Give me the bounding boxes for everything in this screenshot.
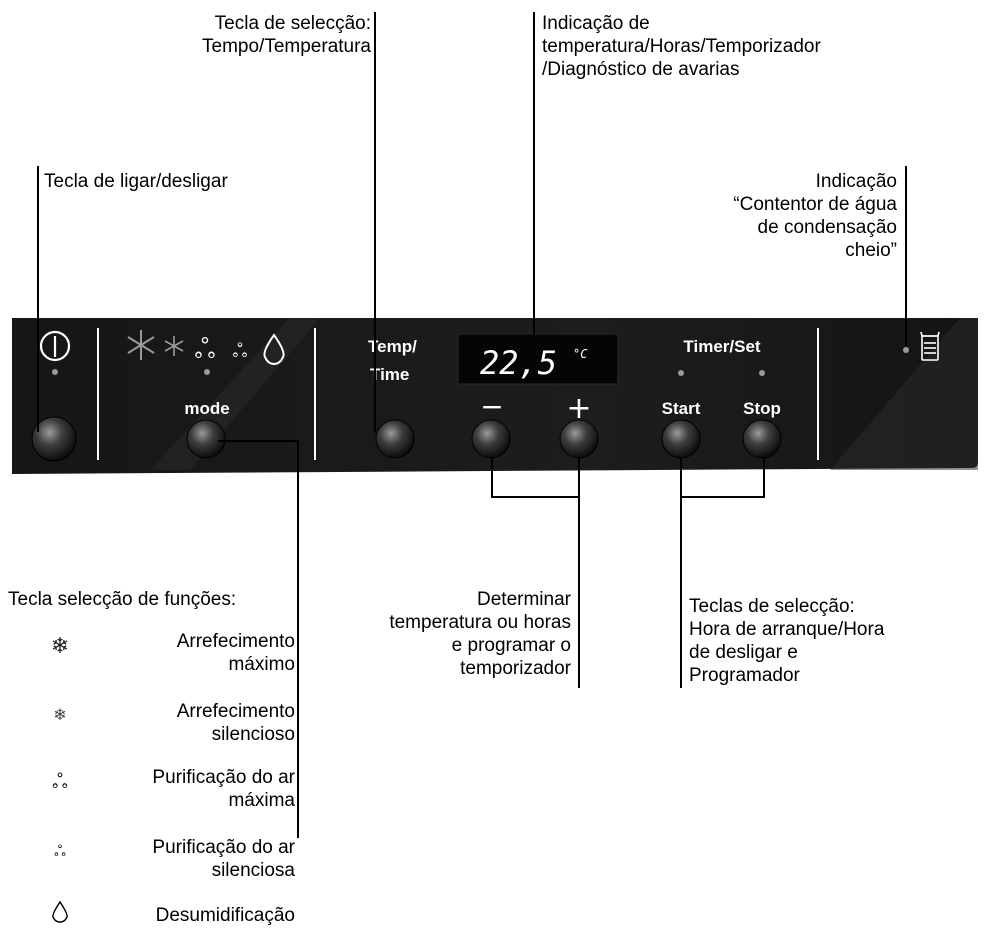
function-item-text: Purificação do ar máxima — [105, 766, 295, 812]
power-key-callout-text: Tecla de ligar/desligar — [44, 171, 228, 192]
stop-label: Stop — [743, 399, 781, 418]
function-item: ஃ Purificação do ar silenciosa — [40, 836, 295, 882]
function-item: ஃ Purificação do ar máxima — [40, 766, 295, 812]
dehumidify-icon — [263, 333, 285, 366]
function-item-line2: máxima — [228, 790, 295, 811]
tank-callout-line2: “Contentor de água — [733, 194, 897, 215]
determine-callout-line3: e programar o — [451, 635, 571, 656]
timer-keys-callout-line3: de desligar e — [689, 642, 798, 663]
water-tank-icon — [920, 331, 940, 361]
display-callout-line2: temperatura/Horas/Temporizador — [542, 36, 821, 57]
functions-heading: Tecla selecção de funções: — [8, 589, 237, 610]
function-item-line1: Arrefecimento — [176, 631, 295, 652]
snowflake-small-icon: ❄ — [53, 707, 67, 724]
function-item-line2: silencioso — [211, 724, 295, 745]
start-button[interactable] — [661, 419, 701, 459]
snowflake-large-icon: ❄ — [50, 633, 70, 658]
select-key-callout-line2: Tempo/Temperatura — [202, 36, 371, 57]
determine-callout-line1: Determinar — [477, 589, 571, 610]
display-callout-line1: Indicação de — [542, 13, 650, 34]
tank-callout-line1: Indicação — [815, 171, 897, 192]
timer-set-label: Timer/Set — [683, 337, 761, 356]
function-item-line1: Purificação do ar — [152, 767, 295, 788]
function-item-line1: Purificação do ar — [152, 837, 295, 858]
determine-callout-line4: temporizador — [460, 658, 571, 679]
fan-small-icon: ஃ — [54, 843, 66, 860]
function-item-line2: máximo — [228, 654, 295, 675]
tank-callout-line3: de condensação — [757, 217, 897, 238]
mode-indicator-led — [204, 369, 210, 375]
function-item-line1: Arrefecimento — [176, 701, 295, 722]
display-unit: °C — [573, 347, 588, 361]
temp-time-label-line1: Temp/ — [368, 337, 417, 356]
power-indicator-led — [52, 369, 58, 375]
timer-keys-callout-line2: Hora de arranque/Hora — [689, 619, 885, 640]
power-button[interactable] — [31, 416, 77, 462]
silent-purification-icon: ஃ — [233, 340, 248, 362]
function-item-text: Arrefecimento máximo — [105, 630, 295, 676]
function-item-text: Arrefecimento silencioso — [105, 700, 295, 746]
stop-indicator-led — [759, 370, 765, 376]
max-purification-icon: ஃ — [194, 334, 215, 365]
stop-button[interactable] — [742, 419, 782, 459]
mode-button[interactable] — [186, 419, 226, 459]
panel-body — [12, 318, 978, 474]
start-label: Start — [662, 399, 701, 418]
panel-reflection — [830, 318, 978, 470]
max-cooling-icon — [127, 330, 155, 360]
timer-keys-callout: Teclas de selecção: Hora de arranque/Hor… — [689, 595, 884, 687]
function-item: ❄ Arrefecimento silencioso — [40, 700, 295, 746]
function-item-line2: silenciosa — [211, 860, 295, 881]
leader-lines — [37, 12, 907, 838]
droplet-icon — [40, 900, 80, 928]
mode-label: mode — [184, 399, 229, 418]
power-icon — [39, 330, 71, 362]
function-item: Desumidificação — [40, 900, 295, 928]
tank-indicator-callout: Indicação “Contentor de água de condensa… — [733, 170, 897, 262]
display-callout: Indicação de temperatura/Horas/Temporiza… — [542, 12, 821, 81]
display-value: 22,5 — [480, 344, 557, 382]
digital-display — [457, 333, 619, 385]
temp-time-label-line2: Time — [370, 365, 409, 384]
start-indicator-led — [678, 370, 684, 376]
temp-time-button[interactable] — [375, 419, 415, 459]
timer-keys-callout-line1: Teclas de selecção: — [689, 596, 855, 617]
select-key-callout: Tecla de selecção: Tempo/Temperatura — [202, 12, 371, 58]
minus-button[interactable] — [471, 419, 511, 459]
tank-callout-line4: cheio” — [845, 240, 897, 261]
display-callout-line3: /Diagnóstico de avarias — [542, 59, 740, 80]
determine-callout-line2: temperatura ou horas — [389, 612, 571, 633]
minus-symbol: − — [480, 390, 503, 423]
fan-large-icon: ஃ — [52, 771, 68, 793]
function-item-text: Purificação do ar silenciosa — [105, 836, 295, 882]
tank-indicator-led — [903, 347, 909, 353]
function-item-line1: Desumidificação — [155, 905, 295, 926]
determine-callout: Determinar temperatura ou horas e progra… — [389, 588, 571, 680]
timer-keys-callout-line4: Programador — [689, 665, 800, 686]
select-key-callout-line1: Tecla de selecção: — [214, 13, 371, 34]
function-item: ❄ Arrefecimento máximo — [40, 630, 295, 676]
plus-button[interactable] — [559, 419, 599, 459]
power-key-callout: Tecla de ligar/desligar — [44, 170, 228, 193]
silent-cooling-icon — [164, 336, 184, 356]
function-item-text: Desumidificação — [105, 904, 295, 927]
